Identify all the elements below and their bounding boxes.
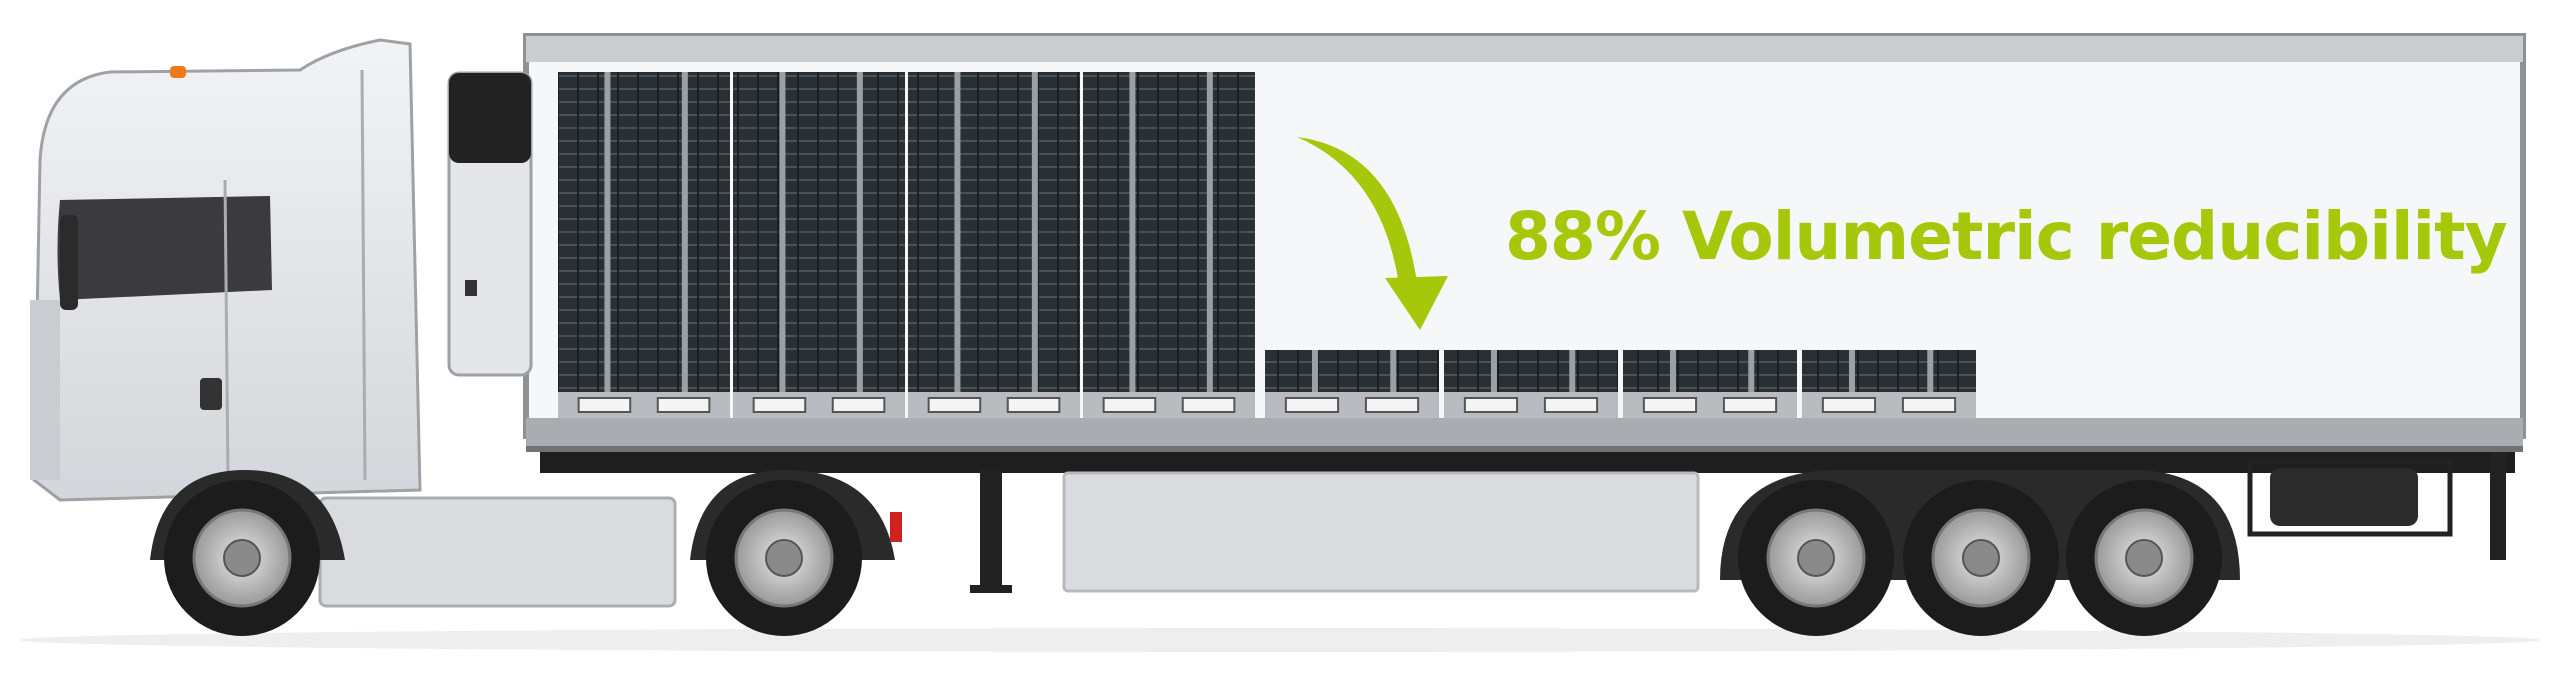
collapsed-crate-stack [1265,350,1439,418]
full-crate-stack [1083,72,1255,418]
wheel [1903,480,2059,636]
wheel [164,480,320,636]
cab-window [57,196,272,300]
fuel-tank [318,496,677,608]
full-crate-stack [558,72,730,418]
full-crate-stack [908,72,1080,418]
tail-light [890,512,902,542]
beacon-light [170,66,186,78]
side-mirror [60,215,78,310]
side-skirt-box [1062,471,1700,593]
wheel [1738,480,1894,636]
full-crate-stack [733,72,905,418]
collapsed-crate-stack [1623,350,1797,418]
ground-shadow [20,628,2540,652]
wheel [706,480,862,636]
collapsed-crate-stack [1444,350,1618,418]
wheels [164,480,2222,636]
spare-tire [2270,468,2418,526]
wheel [2066,480,2222,636]
collapsed-crate-stack [1802,350,1976,418]
full-crate-stacks [558,72,1255,418]
reefer-unit [447,71,533,377]
collapsed-crate-stacks [1265,350,1976,418]
arrow-down-icon [1297,137,1448,330]
truck-cab [30,38,902,608]
headline-volumetric-reducibility: 88% Volumetric reducibility [1505,198,2508,275]
